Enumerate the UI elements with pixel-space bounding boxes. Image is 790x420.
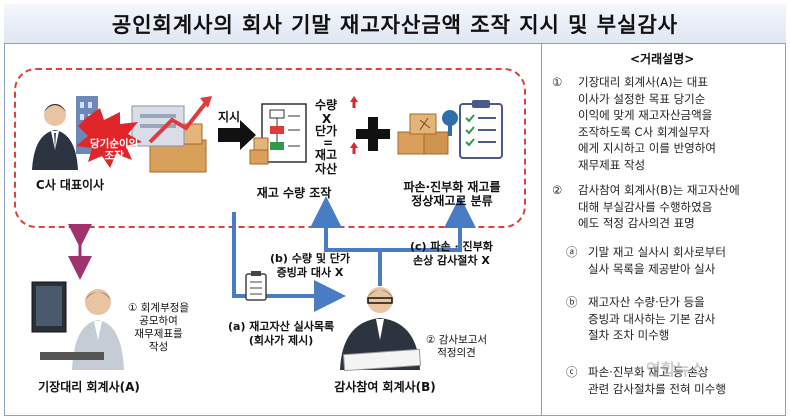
note-line: 조작하도록 C사 회계실무자 (578, 124, 710, 139)
note-line: 이사가 설정한 목표 당기순 (578, 91, 706, 106)
company-scope-box (14, 68, 526, 228)
accountant-a-figure (31, 281, 124, 370)
fs-line: 작성 (148, 341, 169, 353)
fs-line: ① 회계부정을 (128, 302, 190, 314)
note-line: 실사 목록을 제공받아 실사 (588, 261, 716, 276)
inventory-boxes-icon (131, 96, 212, 173)
ceo-figure (32, 96, 98, 170)
formula-inv-line2: 자산 (315, 162, 338, 176)
accountant-a-label: 기장대리 회계사(A) (38, 380, 140, 394)
checklist-icon (459, 100, 503, 159)
note-line: 에도 적정 감사의견 표명 (578, 216, 695, 230)
ceo-label: C사 대표이사 (35, 178, 105, 192)
damage-omitted-label: (c) 파손 · 진부화 손상 감사절차 X (410, 240, 493, 268)
note-line: 재무제표 작성 (578, 157, 646, 172)
note-line: 절차 조차 미수행 (588, 328, 670, 342)
qty-up-arrow-icon (350, 96, 358, 108)
note-line: 대해 부실감사를 수행하였음 (578, 199, 713, 214)
note-line: 증빙과 대사하는 기본 감사 (588, 311, 716, 326)
title-bar: 공인회계사의 회사 기말 재고자산금액 조작 지시 및 부실감사 (4, 4, 786, 44)
formula-qty: 수량 (315, 98, 338, 112)
ceo-badge: 당기순이익 조작 (90, 138, 138, 162)
note-index: ⓑ (566, 295, 578, 309)
manipulation-burst-badge (76, 108, 142, 168)
instruct-arrow (218, 120, 256, 150)
damaged-boxes-icon (397, 110, 458, 155)
formula-eq: = (323, 136, 334, 150)
formula-inv-line1: 재고 (315, 148, 338, 162)
note-line: 관련 감사절차를 전혀 미수행 (588, 381, 726, 396)
damage-line: 손상 감사절차 X (412, 254, 490, 267)
note-index: ② (552, 183, 563, 197)
formula-x: X (322, 112, 332, 126)
note-line: 기장대리 회계사(A)는 대표 (578, 75, 708, 89)
column-divider (541, 44, 542, 416)
note-index: ⓐ (566, 245, 578, 259)
list-provided-arrow (232, 212, 346, 312)
accountant-b-figure (340, 287, 421, 372)
plus-icon (356, 117, 390, 151)
verify-line: 증빙과 대사 X (276, 266, 344, 279)
ceo-badge-line: 당기순이익 (90, 138, 139, 150)
verify-omitted-label: (b) 수량 및 단가 증빙과 대사 X (270, 252, 350, 280)
list-provided-label: (a) 재고자산 실사목록 (회사가 제시) (228, 320, 334, 348)
fs-line: 재무제표를 (134, 328, 183, 340)
note-line: 기말 재고 실사시 회사로부터 (588, 245, 726, 259)
page-title: 공인회계사의 회사 기말 재고자산금액 조작 지시 및 부실감사 (111, 12, 679, 37)
inventory-manip-label: 재고 수량 조작 (256, 186, 332, 200)
note-line: 감사참여 회계사(B)는 재고자산에 (578, 183, 740, 197)
fs-prepare-label: ① 회계부정을 공모하여 재무제표를 작성 (128, 302, 189, 354)
inventory-up-arrow-icon (350, 142, 358, 154)
clipboard-icon (245, 271, 267, 301)
note-index: ① (552, 75, 563, 89)
damage-line: (c) 파손 · 진부화 (410, 240, 493, 253)
reclassify-line: 정상재고로 분류 (411, 194, 493, 208)
ceo-badge-line: 조작 (104, 150, 124, 162)
note-line: 에게 지시하고 이를 반영하여 (578, 141, 716, 155)
formula-price: 단가 (315, 124, 338, 138)
reclassify-line: 파손·진부화 재고를 (403, 180, 501, 194)
note-line: 재고자산 수량·단가 등을 (588, 295, 705, 309)
note-line: 파손·진부화 재고 등 손상 (588, 365, 709, 379)
inventory-flow-document-icon (249, 103, 307, 165)
audit-report-label: ② 감사보고서 적정의견 (426, 334, 487, 360)
accountant-b-label: 감사참여 회계사(B) (334, 380, 436, 394)
fs-line: 공모하여 (139, 315, 178, 327)
verify-line: (b) 수량 및 단가 (270, 252, 351, 265)
transaction-notes-title: <거래설명> (630, 52, 695, 66)
watermark: 연합뉴스 (646, 360, 705, 379)
note-line: 이익에 맞게 재고자산금액을 (578, 108, 713, 122)
damage-omitted-arrow (378, 196, 476, 286)
list-line: (a) 재고자산 실사목록 (228, 320, 335, 333)
report-line: 적정의견 (437, 347, 476, 359)
note-index: ⓒ (566, 365, 578, 379)
reclassify-label: 파손·진부화 재고를 정상재고로 분류 (392, 180, 512, 208)
list-line: (회사가 제시) (248, 334, 314, 347)
instruct-label: 지시 (218, 110, 241, 124)
report-line: ② 감사보고서 (426, 334, 488, 346)
